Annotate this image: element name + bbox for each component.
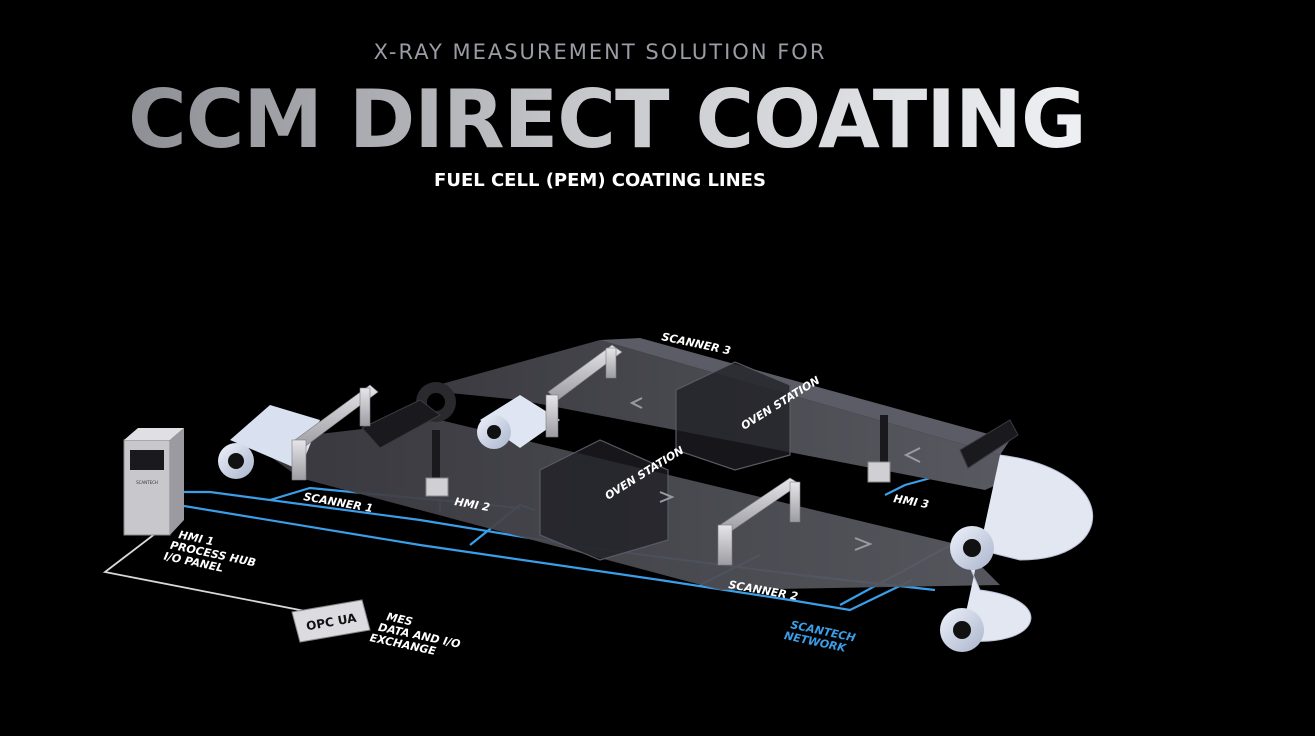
upper-web-back [600, 338, 1010, 455]
label-hmi-3: HMI 3 [892, 492, 930, 511]
label-mes-line1: MES [385, 610, 414, 628]
scanner-frames [291, 344, 801, 566]
cabinet-brand: SCANTECH [136, 480, 158, 485]
label-hmi-2: HMI 2 [453, 495, 491, 514]
mes-lines [102, 529, 311, 613]
foil-loop [959, 454, 1093, 642]
coating-heads [361, 399, 1019, 469]
oven-boxes [539, 361, 791, 561]
hmi-terminals [425, 415, 891, 497]
hmi1-cabinet: SCANTECH [123, 428, 184, 536]
direction-arrows [629, 397, 921, 551]
subtitle: FUEL CELL (PEM) COATING LINES [434, 170, 766, 191]
opc-ua-badge: OPC UA [291, 599, 371, 643]
pre-title: X-RAY MEASUREMENT SOLUTION FOR [373, 40, 827, 64]
page-title: CCM DIRECT COATING [128, 72, 1088, 168]
